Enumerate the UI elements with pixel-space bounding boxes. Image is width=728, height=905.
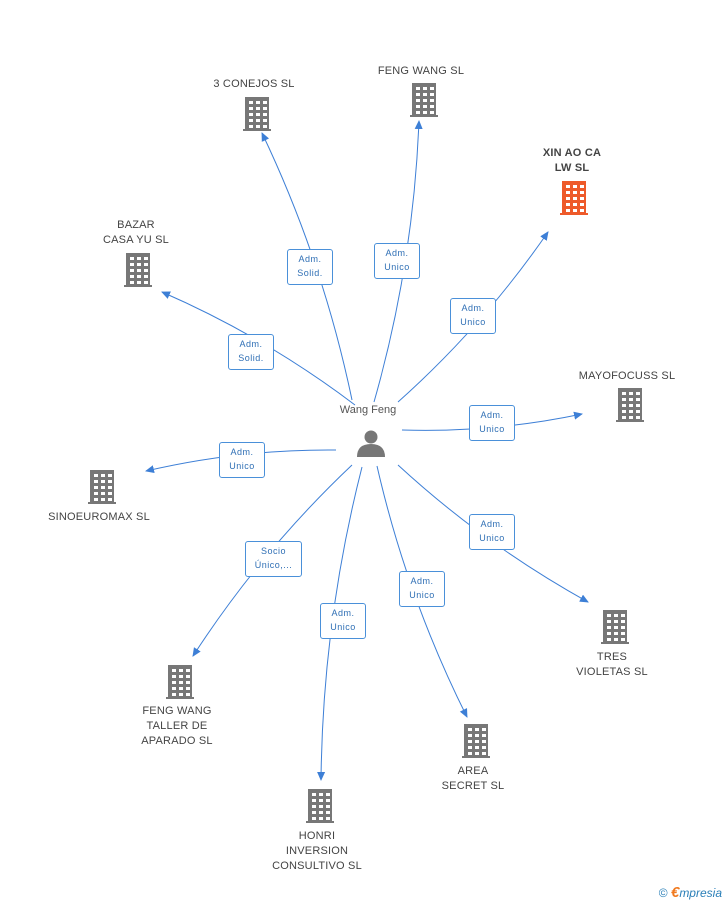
person-icon[interactable] xyxy=(357,430,385,458)
building-icon[interactable] xyxy=(243,97,271,131)
role-badge-c10[interactable]: Adm. Unico xyxy=(320,603,366,639)
company-label-c6[interactable]: SINOEUROMAX SL xyxy=(48,511,150,523)
company-label-c4[interactable]: BAZAR CASA YU SL xyxy=(103,219,169,246)
role-badge-c8[interactable]: Socio Único,... xyxy=(245,541,302,577)
company-label-c10[interactable]: HONRI INVERSION CONSULTIVO SL xyxy=(272,830,362,872)
person-name[interactable]: Wang Feng xyxy=(339,404,397,416)
building-icon[interactable] xyxy=(462,724,490,758)
role-badge-c2[interactable]: Adm. Unico xyxy=(374,243,420,279)
company-label-c7[interactable]: TRES VIOLETAS SL xyxy=(576,651,648,678)
brand-name: mpresia xyxy=(679,886,722,900)
building-icon[interactable] xyxy=(410,83,438,117)
role-badge-c1[interactable]: Adm. Solid. xyxy=(287,249,333,285)
brand-e-logo: € xyxy=(670,884,680,901)
building-icon[interactable] xyxy=(166,665,194,699)
role-badge-c5[interactable]: Adm. Unico xyxy=(469,405,515,441)
copyright-symbol: © xyxy=(658,886,668,900)
company-label-c2[interactable]: FENG WANG SL xyxy=(377,65,465,77)
building-icon[interactable] xyxy=(616,388,644,422)
building-icon[interactable] xyxy=(124,253,152,287)
role-badge-c7[interactable]: Adm. Unico xyxy=(469,514,515,550)
company-label-c8[interactable]: FENG WANG TALLER DE APARADO SL xyxy=(141,705,213,747)
role-badge-c9[interactable]: Adm. Unico xyxy=(399,571,445,607)
role-badge-c4[interactable]: Adm. Solid. xyxy=(228,334,274,370)
role-badge-c6[interactable]: Adm. Unico xyxy=(219,442,265,478)
building-icon[interactable] xyxy=(601,610,629,644)
footer-brand[interactable]: © €mpresia xyxy=(659,884,722,901)
company-label-c5[interactable]: MAYOFOCUSS SL xyxy=(578,370,676,382)
building-icon[interactable] xyxy=(88,470,116,504)
building-icon[interactable] xyxy=(306,789,334,823)
company-label-c3[interactable]: XIN AO CA LW SL xyxy=(542,147,602,174)
company-label-c9[interactable]: AREA SECRET SL xyxy=(441,765,505,792)
building-icon[interactable] xyxy=(560,181,588,215)
role-badge-c3[interactable]: Adm. Unico xyxy=(450,298,496,334)
company-label-c1[interactable]: 3 CONEJOS SL xyxy=(213,78,295,90)
